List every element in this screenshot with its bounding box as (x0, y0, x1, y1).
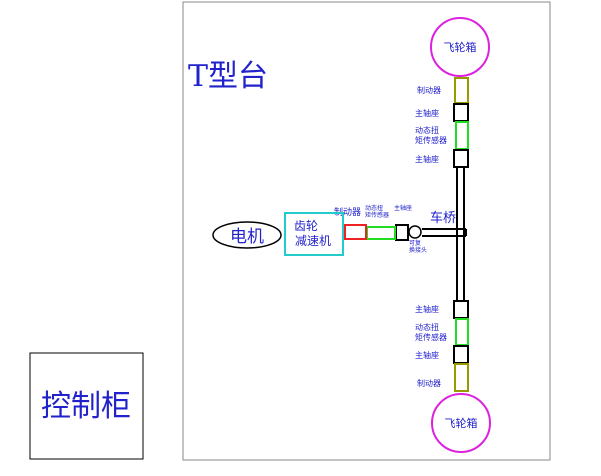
brake-middle-label: 制动器 (334, 206, 361, 218)
bearing-middle-label: 主轴座 (394, 204, 412, 212)
flywheel-bottom-circle (431, 393, 491, 453)
bearing-top-2-box (453, 149, 469, 168)
control-cabinet-box (29, 352, 144, 460)
test-bench-frame (182, 1, 551, 461)
flywheel-top-circle (430, 17, 490, 77)
sensor-top-label-2: 矩传感器 (415, 135, 447, 145)
brake-bottom-box (454, 363, 469, 392)
bearing-top-1-box (453, 103, 469, 122)
flywheel-top-label: 飞轮箱 (444, 40, 477, 54)
brake-top-box (454, 77, 469, 104)
bearing-top-2-label: 主轴座 (415, 154, 439, 164)
coupling-label-1: 可复 (409, 239, 421, 247)
bearing-bottom-2-label: 主轴座 (415, 350, 439, 360)
gearbox-box (284, 212, 344, 256)
sensor-middle-label-2: 矩传感器 (365, 211, 389, 219)
gearbox-label-1: 齿轮 (294, 219, 318, 233)
control-cabinet-label: 控制柜 (41, 389, 131, 424)
bearing-bottom-2-box (453, 345, 469, 364)
bearing-middle-box (395, 224, 409, 241)
brake-top-label: 制动器 (417, 85, 441, 95)
bearing-top-1-label: 主轴座 (415, 108, 439, 118)
gearbox-label-2: 减速机 (295, 234, 331, 248)
sensor-middle-label-1: 动态扭 (365, 204, 383, 212)
brake-bottom-label: 制动器 (417, 378, 441, 388)
flywheel-bottom-label: 飞轮箱 (445, 416, 478, 430)
bearing-bottom-1-box (453, 300, 469, 319)
test-bench-title: T型台 (188, 59, 268, 94)
bearing-bottom-1-label: 主轴座 (415, 304, 439, 314)
sensor-top-box (455, 121, 469, 150)
sensor-middle-box (366, 226, 396, 240)
coupling-label-2: 换接头 (409, 246, 427, 254)
axle-label: 车桥 (430, 210, 456, 226)
sensor-bottom-label-1: 动态扭 (415, 322, 439, 332)
sensor-top-label-1: 动态扭 (415, 125, 439, 135)
sensor-bottom-label-2: 矩传感器 (415, 332, 447, 342)
brake-middle-box (344, 224, 367, 240)
motor-label: 电机 (230, 227, 264, 247)
motor-ellipse (212, 221, 282, 249)
coupling-circle (408, 225, 422, 239)
sensor-bottom-box (455, 318, 469, 346)
